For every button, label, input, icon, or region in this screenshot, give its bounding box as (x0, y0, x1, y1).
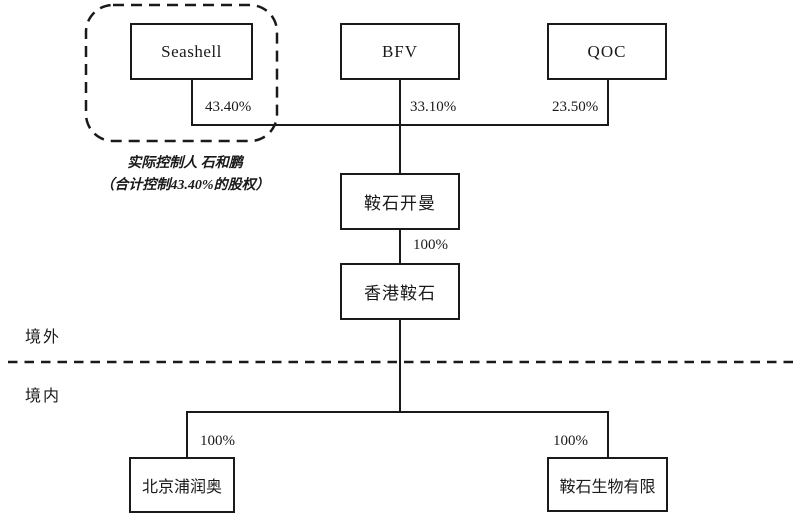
actual-controller-annotation-line1: 实际控制人 石和鹏 (127, 156, 243, 171)
node-bfv: BFV (340, 23, 460, 80)
label-bfv-stake: 33.10% (410, 99, 457, 115)
label-cayman-to-hk-stake: 100% (413, 237, 448, 253)
connector-bio-drop (607, 411, 609, 457)
node-qoc: QOC (547, 23, 667, 80)
actual-controller-annotation-line2: （合计控制43.40%的股权） (100, 177, 270, 193)
connector-hk-down (399, 320, 401, 413)
label-offshore-region: 境外 (25, 329, 62, 346)
connector-qoc-drop (607, 80, 609, 126)
connector-beijing-drop (186, 411, 188, 457)
node-anshi-cayman: 鞍石开曼 (340, 173, 460, 230)
label-hk-to-bio-stake: 100% (553, 433, 588, 449)
actual-controller-annotation: 实际控制人 石和鹏 （合计控制43.40%的股权） (70, 153, 300, 196)
connector-cayman-to-hk (399, 230, 401, 263)
connector-bfv-drop (399, 80, 401, 173)
node-beijing-purunao: 北京浦润奥 (129, 457, 235, 513)
connector-top-junction-horizontal (191, 124, 609, 126)
label-seashell-stake: 43.40% (205, 99, 252, 115)
label-qoc-stake: 23.50% (552, 99, 599, 115)
label-onshore-region: 境内 (25, 388, 62, 405)
node-hk-anshi: 香港鞍石 (340, 263, 460, 320)
node-seashell: Seashell (130, 23, 253, 80)
label-hk-to-beijing-stake: 100% (200, 433, 235, 449)
connector-seashell-drop (191, 80, 193, 126)
connector-bottom-junction-horizontal (186, 411, 609, 413)
actual-controller-dashed-frame (84, 3, 279, 143)
node-anshi-bio: 鞍石生物有限 (547, 457, 668, 512)
